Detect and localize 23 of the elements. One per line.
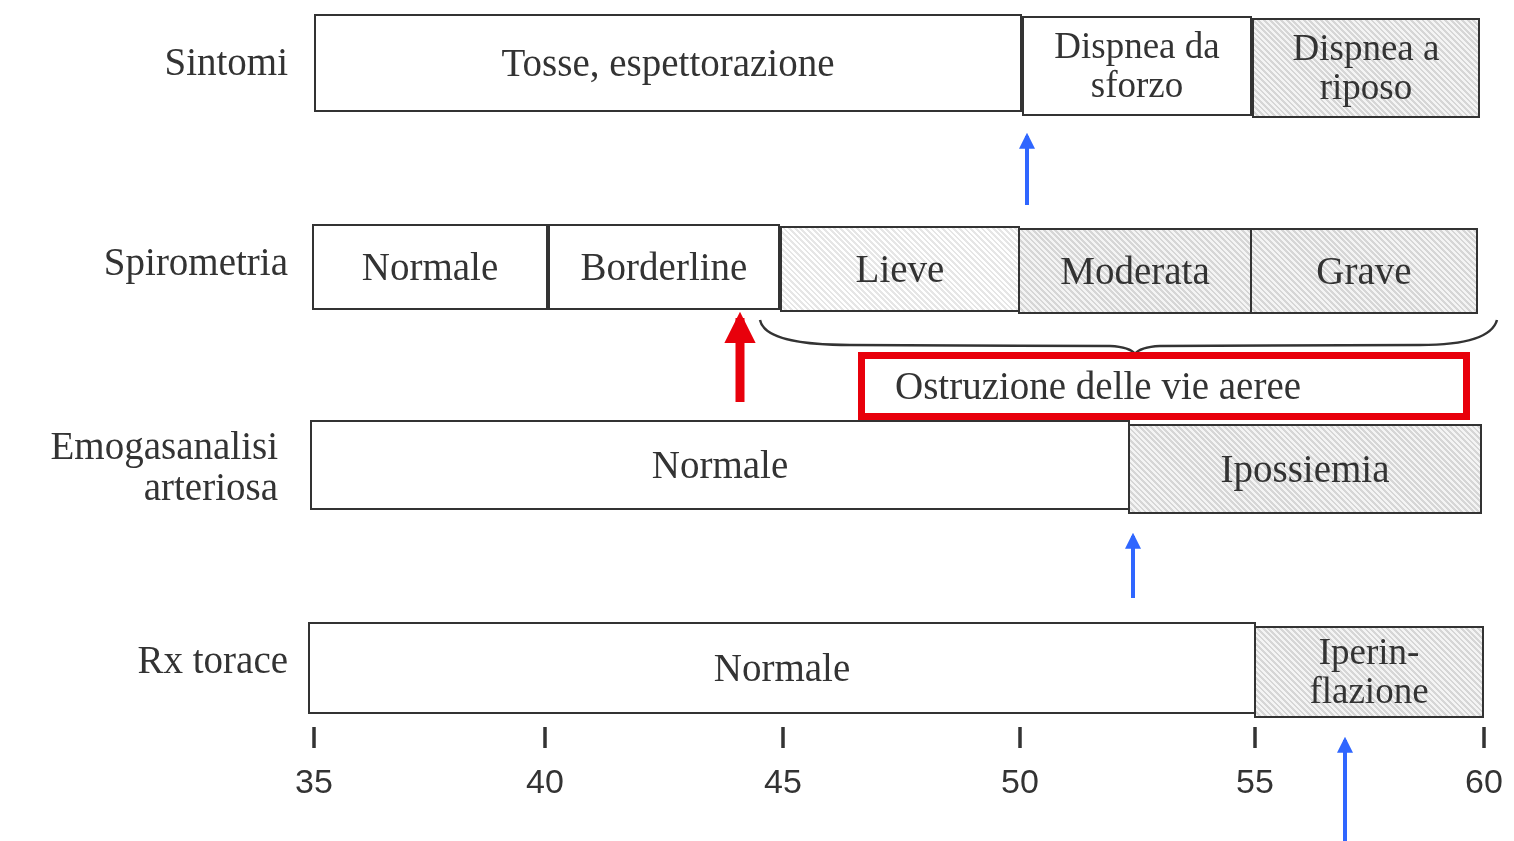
- category-segment: Tosse, espettorazione: [314, 14, 1022, 112]
- axis-tick-label: 40: [525, 762, 565, 801]
- category-segment: Iperin- flazione: [1254, 626, 1484, 718]
- row-label: Spirometria: [102, 242, 288, 283]
- axis-tick-label: 50: [1000, 762, 1040, 801]
- row-label: Rx torace: [136, 640, 288, 681]
- row-label: Sintomi: [163, 42, 288, 83]
- category-segment: Moderata: [1018, 228, 1252, 314]
- category-segment: Dispnea a riposo: [1252, 18, 1480, 118]
- category-segment: Normale: [312, 224, 548, 310]
- category-segment: Dispnea da sforzo: [1022, 16, 1252, 116]
- highlight-box: Ostruzione delle vie aeree: [858, 352, 1470, 420]
- category-segment: Ipossiemia: [1128, 424, 1482, 514]
- axis-tick-label: 60: [1464, 762, 1504, 801]
- category-segment: Grave: [1250, 228, 1478, 314]
- axis-tick-label: 45: [763, 762, 803, 801]
- category-segment: Borderline: [548, 224, 780, 310]
- row-label: Emogasanalisi arteriosa: [49, 426, 278, 508]
- category-segment: Lieve: [780, 226, 1020, 312]
- category-segment: Normale: [308, 622, 1256, 714]
- category-segment: Normale: [310, 420, 1130, 510]
- axis-tick-label: 35: [294, 762, 334, 801]
- axis-tick-label: 55: [1235, 762, 1275, 801]
